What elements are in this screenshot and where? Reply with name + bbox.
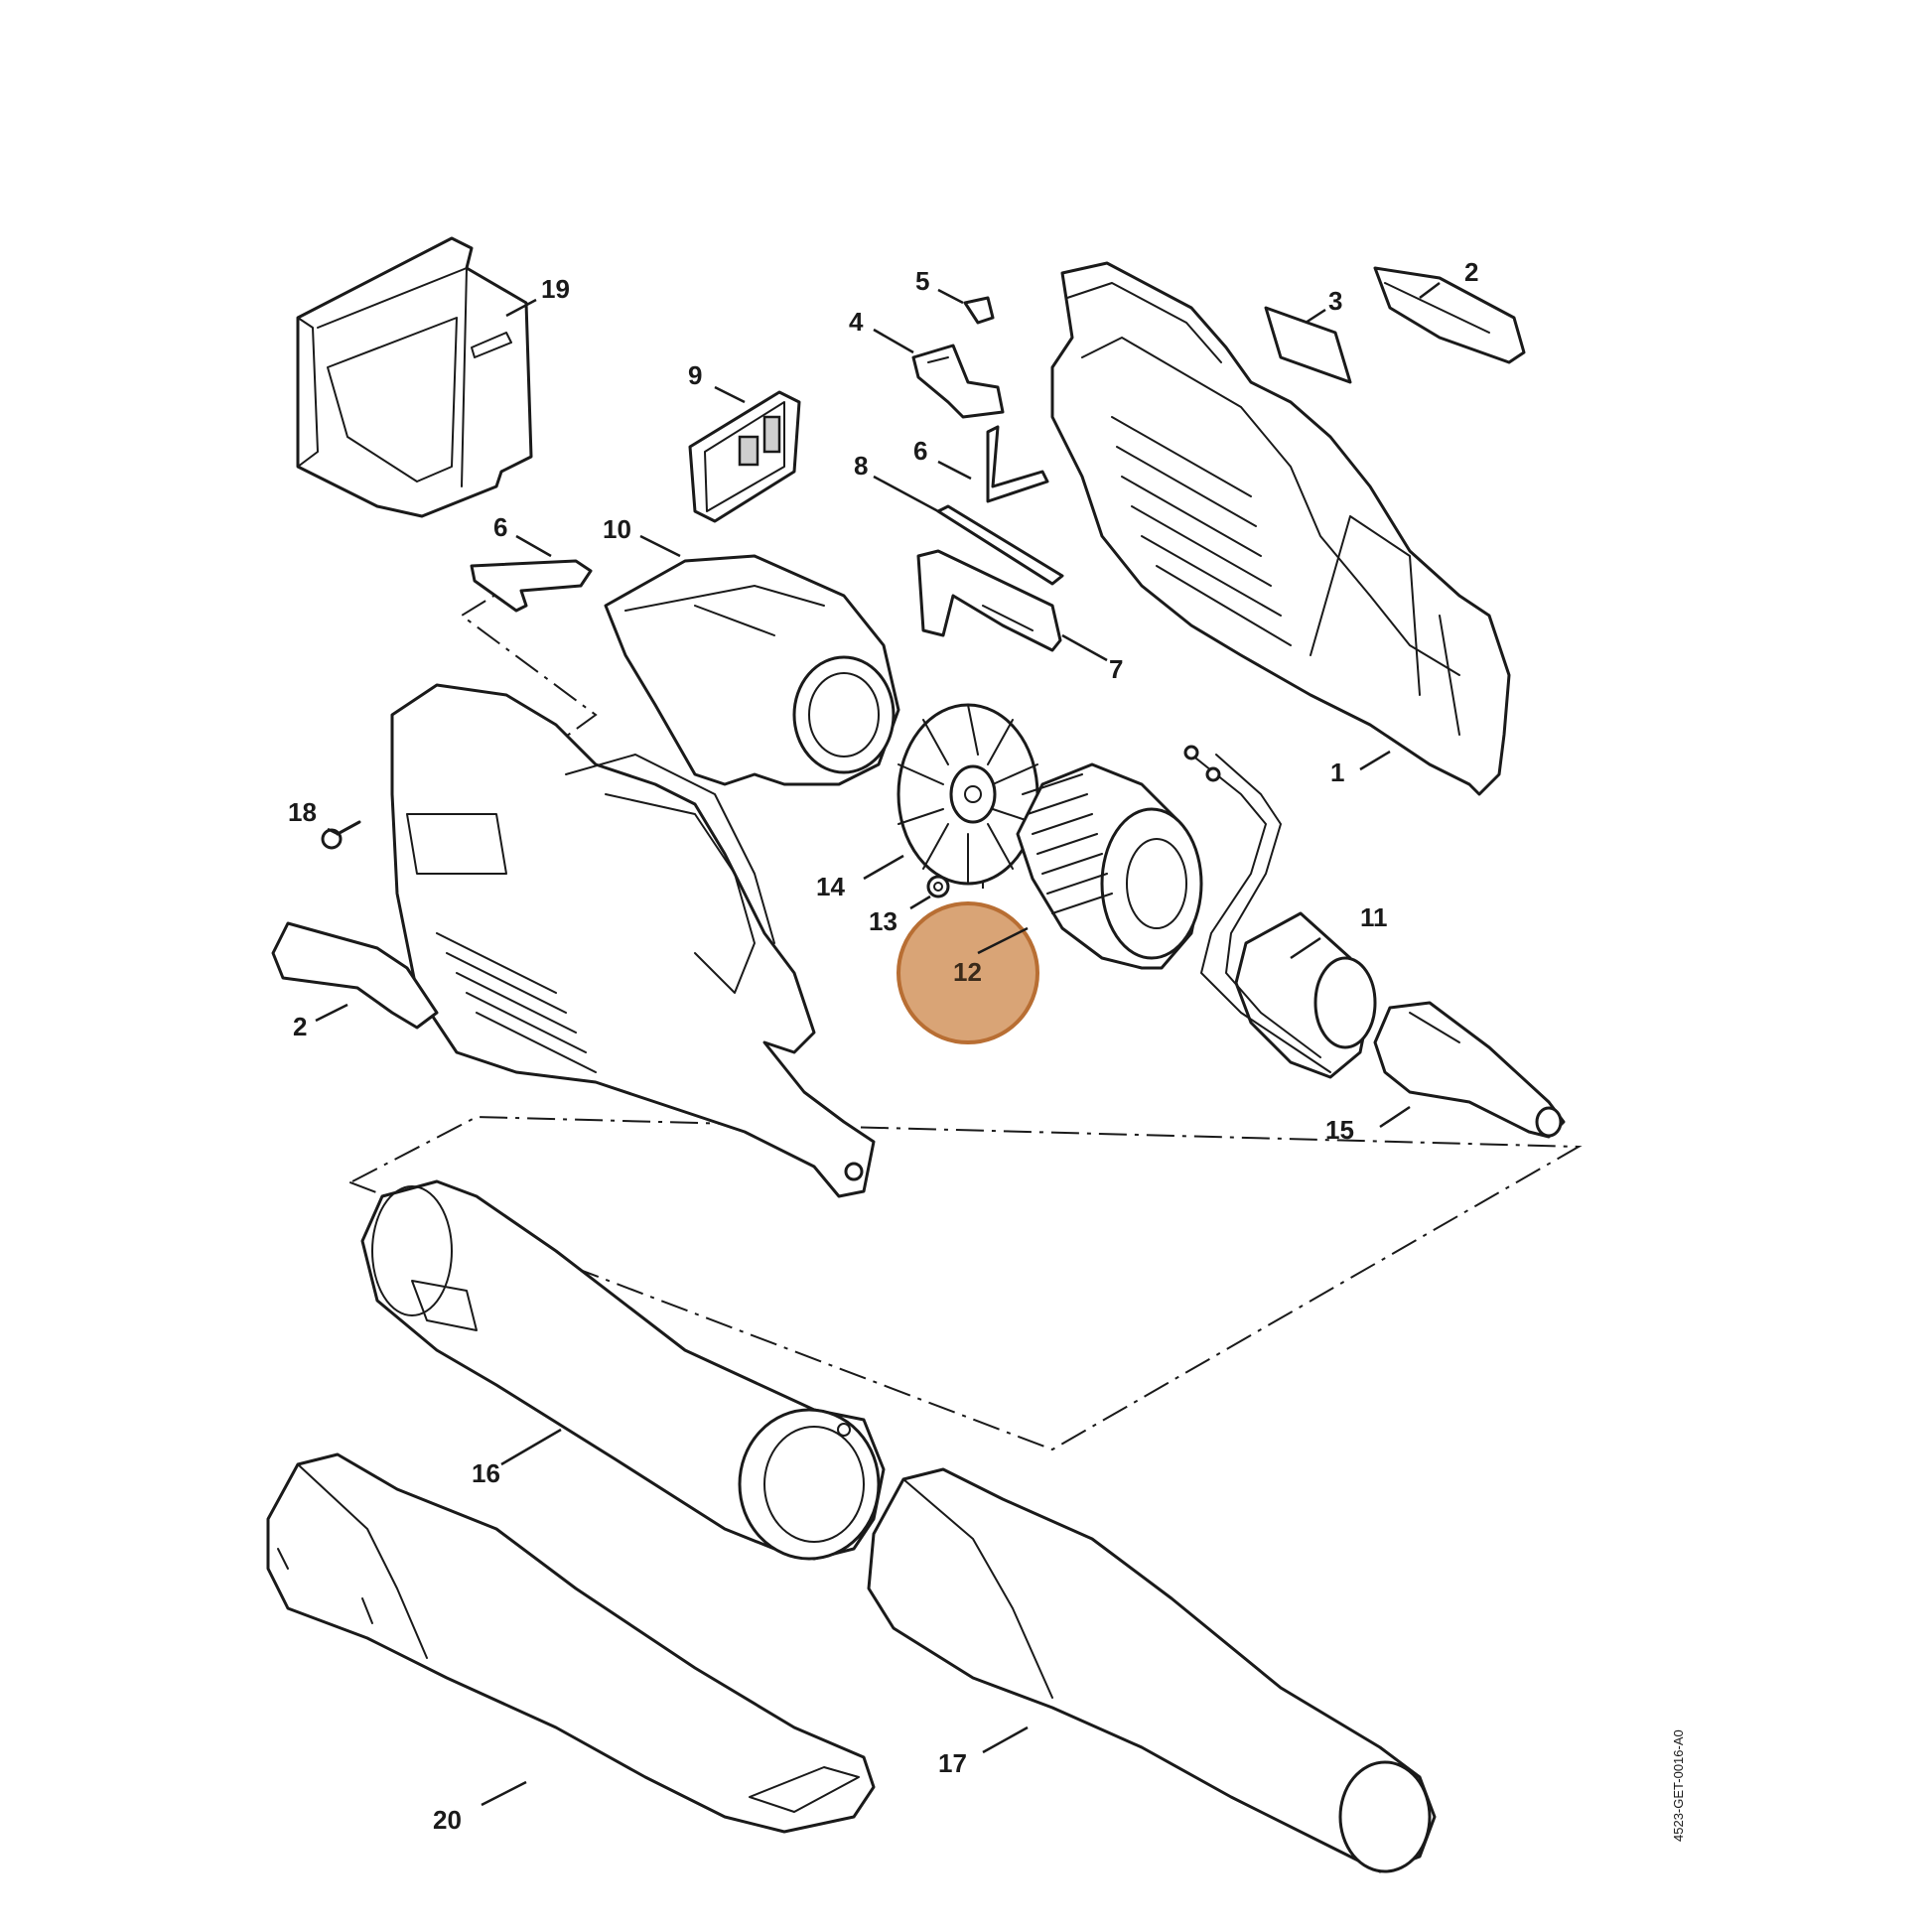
part-2-handle-cap-top[interactable] [1373, 266, 1526, 364]
callout-3: 3 [1328, 286, 1342, 316]
callout-10: 10 [603, 514, 631, 544]
callout-18: 18 [288, 797, 317, 827]
callout-2-top: 2 [1464, 257, 1478, 287]
callout-6-left: 6 [493, 512, 507, 542]
part-7-trigger[interactable] [916, 549, 1062, 652]
callout-6-right: 6 [913, 436, 927, 466]
callout-16: 16 [472, 1458, 500, 1488]
part-18-screw[interactable] [321, 820, 361, 850]
callout-19: 19 [541, 274, 570, 304]
part-9-electronics-module[interactable] [688, 390, 801, 523]
callout-15: 15 [1325, 1115, 1354, 1145]
drawing-code: 4523-GET-0016-A0 [1671, 1729, 1686, 1842]
part-14-fan-wheel[interactable] [897, 703, 1039, 886]
part-16-blower-tube[interactable] [360, 1179, 886, 1561]
part-6-spring-right[interactable] [986, 425, 1049, 503]
callout-4: 4 [849, 307, 864, 337]
part-5-clip[interactable] [963, 296, 995, 325]
part-4-switch[interactable] [911, 344, 1005, 419]
callout-11: 11 [1360, 902, 1388, 932]
housing-left-main[interactable] [390, 683, 876, 1198]
highlight-marker-12[interactable] [897, 901, 1039, 1044]
part-2-handle-cap-left[interactable] [271, 921, 439, 1030]
leader-lines [315, 282, 1441, 1807]
part-20-flat-nozzle[interactable] [266, 1452, 876, 1834]
part-17-round-nozzle[interactable] [867, 1467, 1437, 1873]
part-1-housing-right[interactable] [1050, 261, 1511, 796]
part-3-label[interactable] [1264, 306, 1352, 384]
part-11-motor[interactable] [1183, 745, 1377, 1079]
callout-17: 17 [938, 1748, 967, 1778]
callout-7: 7 [1109, 654, 1123, 684]
callout-9: 9 [688, 360, 702, 390]
callout-8: 8 [854, 451, 868, 481]
callout-12: 12 [953, 957, 982, 987]
part-8-rod[interactable] [936, 504, 1064, 586]
part-12-motor-housing[interactable] [1016, 762, 1203, 970]
part-19-cover[interactable] [296, 236, 533, 518]
part-13-nut[interactable] [926, 875, 950, 898]
callout-labels: 1 2 2 3 4 5 6 6 7 8 9 10 11 12 13 14 15 … [288, 257, 1478, 1835]
part-15-cone[interactable] [1373, 1001, 1566, 1139]
callout-5: 5 [915, 266, 929, 296]
callout-20: 20 [433, 1805, 462, 1835]
part-10-fan-housing[interactable] [604, 554, 900, 786]
callout-1: 1 [1330, 758, 1344, 787]
callout-13: 13 [869, 906, 897, 936]
part-6-spring-left[interactable] [470, 559, 593, 613]
callout-2-left: 2 [293, 1012, 307, 1041]
callout-14: 14 [816, 872, 845, 901]
